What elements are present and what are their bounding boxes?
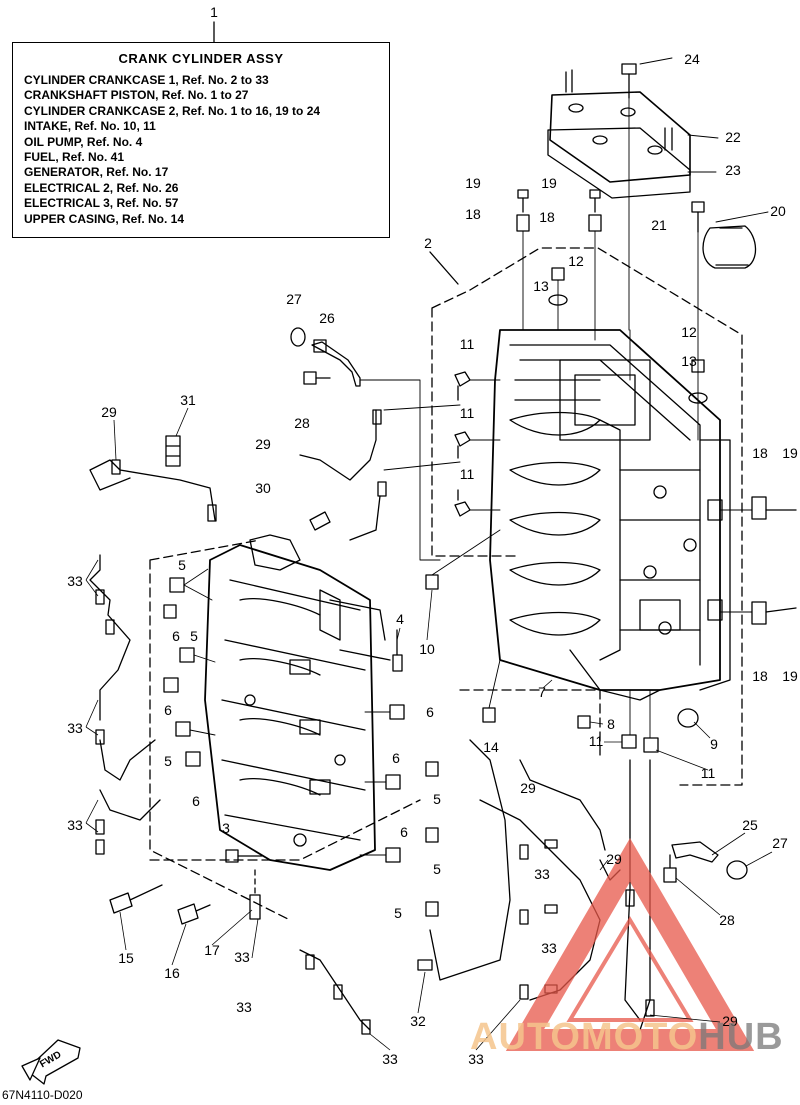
- callout-14: 14: [483, 739, 499, 755]
- callout-5b: 5: [190, 628, 198, 644]
- legend-line: INTAKE, Ref. No. 10, 11: [24, 119, 156, 134]
- callout-33i: 33: [468, 1051, 484, 1067]
- callout-9: 9: [710, 736, 718, 752]
- callout-19b: 19: [541, 175, 557, 191]
- callout-24: 24: [684, 51, 700, 67]
- callout-4: 4: [396, 611, 404, 627]
- callout-32: 32: [410, 1013, 426, 1029]
- callout-16: 16: [164, 965, 180, 981]
- callout-29a: 29: [101, 404, 117, 420]
- callout-13b: 13: [681, 353, 697, 369]
- callout-5d: 5: [433, 791, 441, 807]
- callout-29d: 29: [606, 851, 622, 867]
- callout-29e: 29: [722, 1013, 738, 1029]
- callout-33d: 33: [534, 866, 550, 882]
- callout-5a: 5: [178, 557, 186, 573]
- legend-title: CRANK CYLINDER ASSY: [118, 51, 284, 66]
- callout-33a: 33: [67, 573, 83, 589]
- callout-23: 23: [725, 162, 741, 178]
- callout-18d: 18: [752, 668, 768, 684]
- callout-5e: 5: [394, 905, 402, 921]
- callout-33b: 33: [67, 720, 83, 736]
- watermark-text: AUTOMOTOHUB: [470, 1016, 784, 1059]
- callout-6a: 6: [172, 628, 180, 644]
- watermark-logo: [505, 838, 755, 1051]
- legend-line: GENERATOR, Ref. No. 17: [24, 165, 169, 180]
- callout-19d: 19: [782, 668, 798, 684]
- assembly-legend-box: CRANK CYLINDER ASSY CYLINDER CRANKCASE 1…: [12, 42, 390, 238]
- callout-1: 1: [210, 4, 218, 20]
- callout-2: 2: [424, 235, 432, 251]
- callout-22: 22: [725, 129, 741, 145]
- callout-11a: 11: [460, 336, 475, 352]
- callout-6f: 6: [400, 824, 408, 840]
- callout-25: 25: [742, 817, 758, 833]
- callout-12a: 12: [568, 253, 584, 269]
- callout-6c: 6: [426, 704, 434, 720]
- legend-line: ELECTRICAL 2, Ref. No. 26: [24, 180, 179, 195]
- callout-8: 8: [607, 716, 615, 732]
- callout-19c: 19: [782, 445, 798, 461]
- callout-13a: 13: [533, 278, 549, 294]
- legend-list: CYLINDER CRANKCASE 1, Ref. No. 2 to 33 C…: [24, 73, 320, 227]
- watermark-text-part1: AUTOMOTO: [470, 1016, 699, 1058]
- callout-11d: 11: [589, 733, 604, 749]
- callout-29b: 29: [255, 436, 271, 452]
- callout-5f: 5: [433, 861, 441, 877]
- callout-31: 31: [180, 392, 196, 408]
- legend-line: CRANKSHAFT PISTON, Ref. No. 1 to 27: [24, 88, 249, 103]
- callout-21: 21: [651, 217, 667, 233]
- legend-line: CYLINDER CRANKCASE 2, Ref. No. 1 to 16, …: [24, 103, 321, 118]
- callout-18c: 18: [752, 445, 768, 461]
- callout-33c: 33: [67, 817, 83, 833]
- callout-30: 30: [255, 480, 271, 496]
- fwd-label: FWD: [38, 1049, 63, 1070]
- legend-line: ELECTRICAL 3, Ref. No. 57: [24, 196, 179, 211]
- callout-27a: 27: [286, 291, 302, 307]
- callout-17: 17: [204, 942, 220, 958]
- callout-19a: 19: [465, 175, 481, 191]
- callout-10: 10: [419, 641, 435, 657]
- document-code: 67N4110-D020: [2, 1088, 83, 1102]
- callout-15: 15: [118, 950, 134, 966]
- callout-27b: 27: [772, 835, 788, 851]
- callout-12b: 12: [681, 324, 697, 340]
- callout-33f: 33: [541, 940, 557, 956]
- callout-33g: 33: [236, 999, 252, 1015]
- watermark-text-part2: HUB: [698, 1016, 784, 1058]
- legend-line: UPPER CASING, Ref. No. 14: [24, 211, 185, 226]
- callout-5c: 5: [164, 753, 172, 769]
- callout-18a: 18: [465, 206, 481, 222]
- callout-3: 3: [222, 820, 230, 836]
- legend-line: FUEL, Ref. No. 41: [24, 150, 125, 165]
- callout-28a: 28: [294, 415, 310, 431]
- callout-29c: 29: [520, 780, 536, 796]
- callout-7: 7: [538, 684, 546, 700]
- callout-18b: 18: [539, 209, 555, 225]
- callout-6e: 6: [192, 793, 200, 809]
- legend-line: CYLINDER CRANKCASE 1, Ref. No. 2 to 33: [24, 73, 269, 87]
- callout-20: 20: [770, 203, 786, 219]
- callout-28b: 28: [719, 912, 735, 928]
- legend-line: OIL PUMP, Ref. No. 4: [24, 134, 143, 149]
- callout-33h: 33: [382, 1051, 398, 1067]
- callout-26: 26: [319, 310, 335, 326]
- callout-11b: 11: [460, 405, 475, 421]
- callout-11c: 11: [460, 466, 475, 482]
- callout-6d: 6: [392, 750, 400, 766]
- callout-6b: 6: [164, 702, 172, 718]
- callout-33e: 33: [234, 949, 250, 965]
- callout-11e: 11: [701, 765, 716, 781]
